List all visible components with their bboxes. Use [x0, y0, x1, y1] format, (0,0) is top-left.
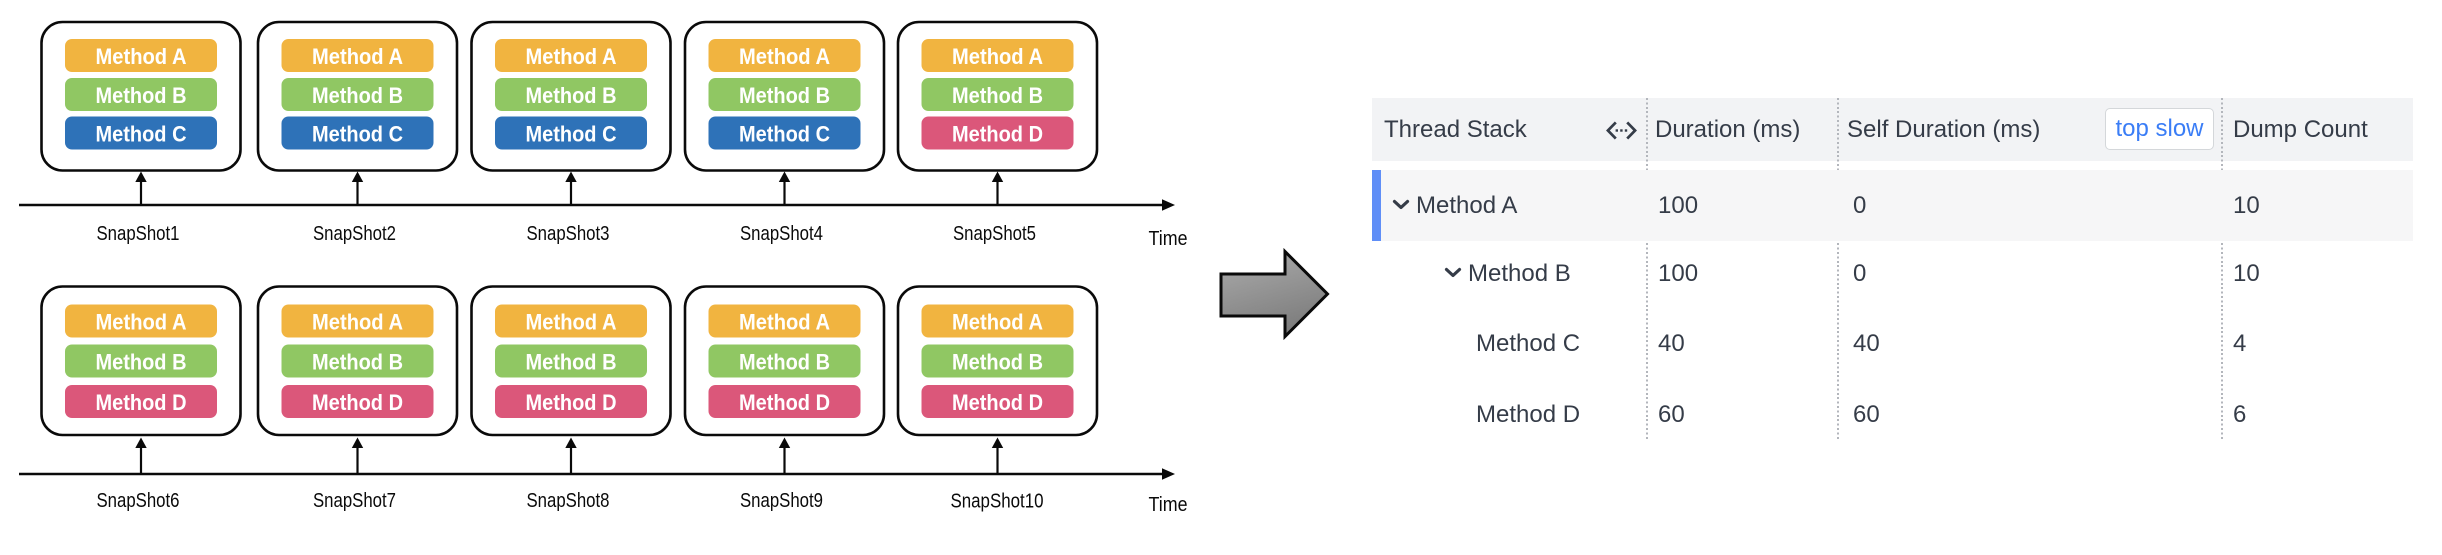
svg-text:Method D: Method D [739, 390, 830, 415]
svg-text:Method A: Method A [739, 44, 830, 69]
svg-text:Method D: Method D [96, 390, 187, 415]
svg-text:Method B: Method B [96, 350, 187, 375]
svg-text:Method A: Method A [96, 44, 187, 69]
svg-text:Method A: Method A [739, 310, 830, 335]
svg-text:Method D: Method D [312, 390, 403, 415]
svg-text:Method C: Method C [312, 122, 403, 147]
svg-text:SnapShot1: SnapShot1 [97, 222, 180, 245]
svg-text:Method A: Method A [312, 44, 403, 69]
svg-text:Method B: Method B [96, 83, 187, 108]
svg-text:Method D: Method D [952, 122, 1043, 147]
svg-text:SnapShot10: SnapShot10 [951, 490, 1044, 513]
svg-text:Time: Time [1149, 227, 1188, 250]
svg-text:Method B: Method B [739, 83, 830, 108]
svg-text:Method A: Method A [952, 310, 1043, 335]
svg-text:SnapShot5: SnapShot5 [953, 222, 1036, 245]
svg-text:SnapShot8: SnapShot8 [527, 489, 610, 512]
svg-text:SnapShot9: SnapShot9 [740, 489, 823, 512]
svg-text:Method A: Method A [312, 310, 403, 335]
svg-text:SnapShot7: SnapShot7 [313, 489, 396, 512]
svg-text:SnapShot2: SnapShot2 [313, 222, 396, 245]
svg-text:Method B: Method B [526, 350, 617, 375]
svg-text:Method B: Method B [739, 350, 830, 375]
svg-text:Method A: Method A [952, 44, 1043, 69]
svg-text:Method A: Method A [526, 44, 617, 69]
svg-text:Method C: Method C [96, 122, 187, 147]
svg-text:Method B: Method B [526, 83, 617, 108]
svg-text:Method D: Method D [526, 390, 617, 415]
svg-text:Method C: Method C [526, 122, 617, 147]
svg-text:SnapShot4: SnapShot4 [740, 222, 823, 245]
svg-text:Time: Time [1149, 493, 1188, 516]
svg-text:Method A: Method A [96, 310, 187, 335]
svg-text:Method B: Method B [952, 83, 1043, 108]
svg-text:Method C: Method C [739, 122, 830, 147]
svg-text:Method B: Method B [312, 83, 403, 108]
svg-text:Method A: Method A [526, 310, 617, 335]
svg-text:SnapShot3: SnapShot3 [527, 222, 610, 245]
svg-text:Method B: Method B [312, 350, 403, 375]
svg-text:Method B: Method B [952, 350, 1043, 375]
svg-text:SnapShot6: SnapShot6 [97, 489, 180, 512]
svg-text:Method D: Method D [952, 390, 1043, 415]
